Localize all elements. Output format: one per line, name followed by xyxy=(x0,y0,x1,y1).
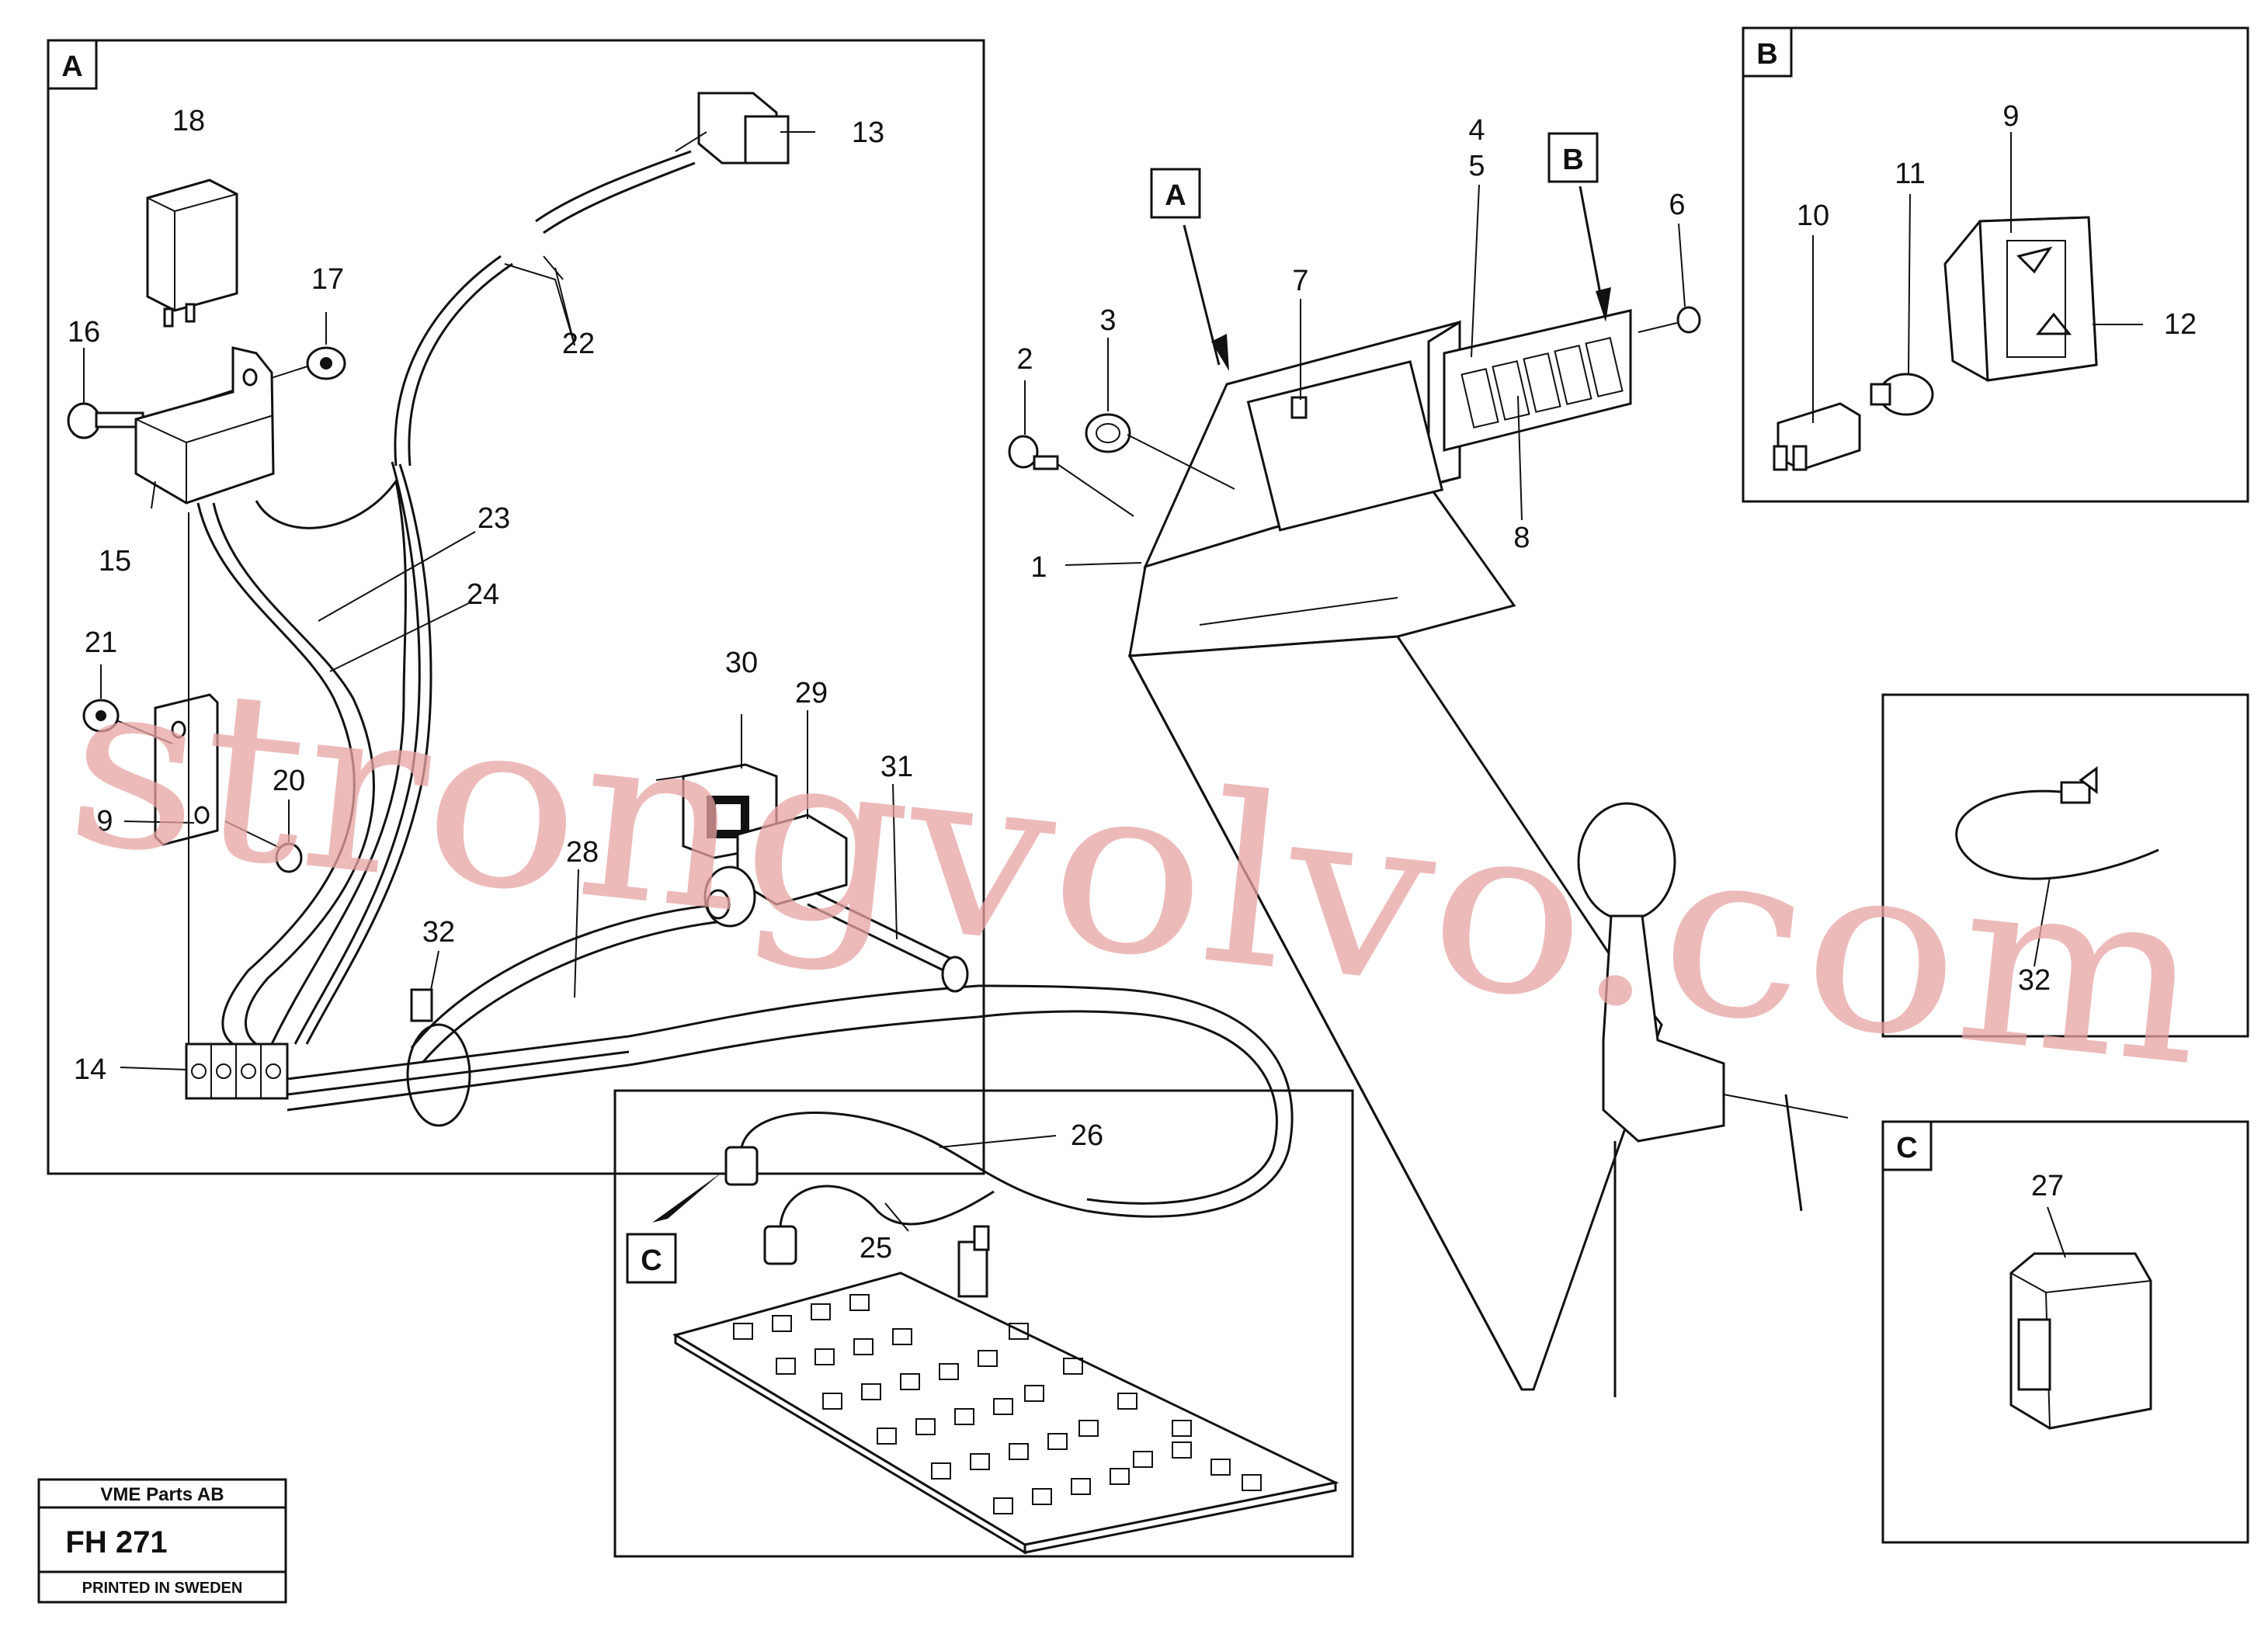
connector-13 xyxy=(675,92,790,165)
callout-8: 8 xyxy=(1513,522,1530,554)
bracket-9-left xyxy=(154,693,219,846)
panel-b-tag: B xyxy=(1756,38,1777,71)
pointer-b-tag: B xyxy=(1562,144,1583,176)
switch-9-right xyxy=(1943,216,2098,382)
panel-b-frame: B xyxy=(1742,26,2249,503)
screw-2 xyxy=(1008,435,1134,517)
callout-16: 16 xyxy=(68,316,100,349)
bracket-15 xyxy=(134,346,275,505)
relay-board xyxy=(672,1225,1339,1555)
bulb-11 xyxy=(1870,373,1934,416)
title-printed: PRINTED IN SWEDEN xyxy=(82,1580,243,1597)
panel-c-tag: C xyxy=(1896,1132,1917,1164)
pointer-a-tag: A xyxy=(1165,179,1186,212)
cable-tie-32-left xyxy=(406,988,471,1127)
callout-12: 12 xyxy=(2164,308,2197,341)
relay-27 xyxy=(2009,1252,2152,1430)
pointer-c: C xyxy=(626,1172,722,1284)
callout-2: 2 xyxy=(1016,343,1033,376)
screw-6 xyxy=(1638,306,1701,334)
callout-25: 25 xyxy=(860,1232,892,1264)
callout-5: 5 xyxy=(1468,150,1485,182)
panel-a-tag: A xyxy=(61,50,82,83)
pointer-c-tag: C xyxy=(641,1244,662,1277)
terminal-block-14 xyxy=(185,1042,289,1100)
callout-7: 7 xyxy=(1292,265,1308,297)
callout-13: 13 xyxy=(852,116,884,149)
callout-15: 15 xyxy=(99,545,131,578)
callout-17: 17 xyxy=(311,263,344,296)
grommet-3 xyxy=(1085,413,1235,490)
wiring-harness xyxy=(188,150,979,1112)
switch-panel-4 xyxy=(1443,309,1632,452)
callout-32-right: 32 xyxy=(2018,964,2051,997)
callout-23: 23 xyxy=(478,502,510,535)
pointer-b: B xyxy=(1547,132,1611,322)
tie-detail-frame xyxy=(1881,693,2249,1038)
callout-3: 3 xyxy=(1099,304,1116,337)
callout-30: 30 xyxy=(725,647,758,679)
panel-c-frame: C xyxy=(1881,1120,2249,1544)
callout-26: 26 xyxy=(1071,1119,1103,1152)
connector-25-26 xyxy=(724,984,1294,1265)
title-company: VME Parts AB xyxy=(100,1484,224,1505)
relay-board-frame xyxy=(613,1089,1354,1558)
callout-6: 6 xyxy=(1669,189,1685,221)
bulb-holder-10 xyxy=(1773,402,1861,471)
screw-20 xyxy=(224,820,303,873)
cable-tie-32-right xyxy=(1955,766,2159,880)
callout-18: 18 xyxy=(172,105,205,137)
panel-a-frame: A xyxy=(47,39,985,1175)
callout-21: 21 xyxy=(85,626,117,659)
callout-9-right: 9 xyxy=(2002,100,2019,133)
callout-24: 24 xyxy=(467,578,499,611)
callout-27: 27 xyxy=(2031,1170,2064,1202)
callout-29: 29 xyxy=(795,677,828,709)
callout-20: 20 xyxy=(273,765,305,797)
rod-31 xyxy=(807,891,969,993)
nut-17 xyxy=(306,346,346,380)
callout-32-left: 32 xyxy=(422,916,455,949)
gear-lever xyxy=(1577,802,1849,1397)
callout-11: 11 xyxy=(1895,158,1925,190)
pointer-a: A xyxy=(1150,168,1229,371)
nut-21 xyxy=(82,699,173,744)
title-drawing-number: FH 271 xyxy=(65,1525,167,1559)
callout-numbers: 1 2 3 4 5 6 7 8 9 10 11 12 13 14 15 16 1… xyxy=(68,100,2197,1264)
callout-28: 28 xyxy=(566,836,599,869)
console-housing-1 xyxy=(1127,320,1663,1391)
callout-31: 31 xyxy=(880,751,913,783)
callout-10: 10 xyxy=(1797,199,1829,232)
callout-9-left: 9 xyxy=(96,805,113,838)
leader-lines xyxy=(83,131,2143,1258)
callout-1: 1 xyxy=(1030,551,1047,584)
callout-22: 22 xyxy=(562,328,595,360)
watermark-text: strongvolvo.com xyxy=(57,625,2216,1119)
callout-14: 14 xyxy=(74,1053,106,1086)
title-block: VME Parts AB FH 271 PRINTED IN SWEDEN xyxy=(37,1478,287,1604)
relay-18 xyxy=(146,179,238,328)
callout-4: 4 xyxy=(1468,114,1485,147)
